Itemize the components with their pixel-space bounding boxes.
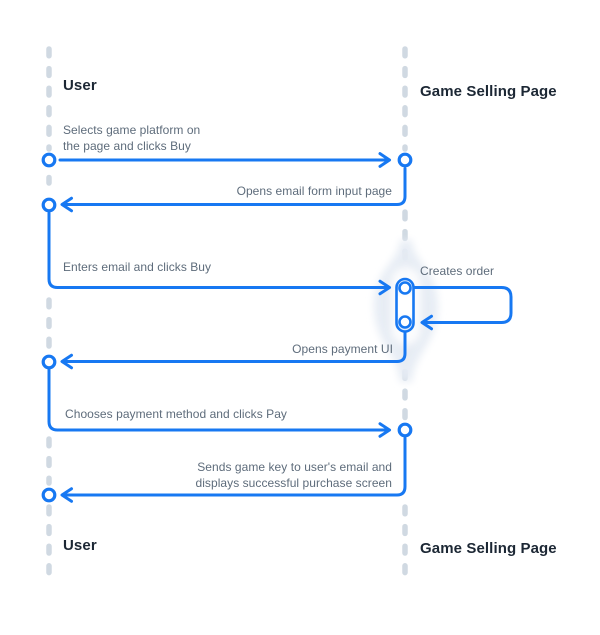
message-6-arrow [47, 368, 391, 438]
message-7-arrow [60, 436, 407, 503]
message-3-label: Enters email and clicks Buy [63, 260, 212, 274]
endpoint-circle [41, 152, 57, 168]
message-3-arrow [47, 211, 391, 296]
message-1-line-2: the page and clicks Buy [63, 138, 191, 153]
message-7-line-2: displays successful purchase screen [195, 475, 392, 490]
participant-user-top: User [63, 77, 97, 94]
message-1-arrow [58, 152, 391, 168]
activation-capsule [395, 277, 415, 333]
capsule-endpoint-top [398, 281, 412, 295]
endpoint-circle [41, 354, 57, 370]
message-2-arrow [60, 167, 407, 213]
endpoint-circle [397, 422, 413, 438]
participant-game-selling-page-top: Game Selling Page [420, 83, 557, 100]
endpoint-circle [41, 487, 57, 503]
message-4-label: Creates order [420, 264, 495, 278]
message-5-label: Opens payment UI [292, 342, 393, 356]
endpoint-circle [397, 152, 413, 168]
message-4-self-loop-arrow [412, 286, 513, 331]
message-2-label: Opens email form input page [236, 184, 392, 198]
message-1-label: Selects game platform on the page and cl… [63, 123, 200, 154]
message-7-label: Sends game key to user's email and displ… [195, 460, 392, 491]
participant-game-selling-page-bottom: Game Selling Page [420, 540, 557, 557]
participant-user-bottom: User [63, 537, 97, 554]
endpoint-circle [41, 197, 57, 213]
message-endpoints [41, 152, 413, 503]
message-1-line-1: Selects game platform on [63, 123, 201, 137]
message-6-label: Chooses payment method and clicks Pay [65, 407, 287, 421]
message-5-arrow [60, 331, 407, 370]
capsule-endpoint-bottom [398, 315, 412, 329]
message-7-line-1: Sends game key to user's email and [197, 460, 392, 474]
